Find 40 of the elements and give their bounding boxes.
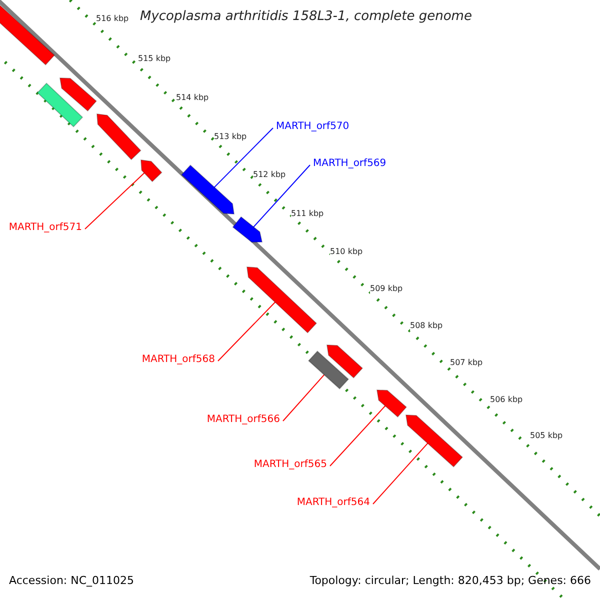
scale-label: 515 kbp [138,55,171,64]
map-title: Mycoplasma arthritidis 158L3-1, complete genome [140,10,472,24]
scale-label: 509 kbp [370,285,403,294]
scale-label: 516 kbp [96,15,129,24]
gene-feature [405,414,464,468]
gene-feature [308,350,350,390]
leader-line [84,172,146,230]
scale-label: 511 kbp [291,210,324,219]
scale-label: 510 kbp [330,248,363,257]
scale-label: 508 kbp [410,322,443,331]
gene-feature [96,113,142,160]
leader-line [372,442,428,504]
leader-line [252,164,310,228]
genome-info-text: Topology: circular; Length: 820,453 bp; Genes: 666 [310,575,591,588]
scale-label: 514 kbp [176,94,209,103]
gene-label: MARTH_orf571 [8,222,82,233]
gene-feature [180,164,235,215]
scale-label: 512 kbp [253,171,286,180]
scale-label: 513 kbp [214,133,247,142]
accession-text: Accession: NC_011025 [9,575,134,588]
gene-feature [246,266,318,334]
scale-label: 507 kbp [450,359,483,368]
gene-label: MARTH_orf564 [296,497,370,508]
leader-line [218,301,276,362]
gene-feature [376,389,407,418]
leader-line [330,405,386,466]
gene-feature [59,77,97,112]
gene-label: MARTH_orf568 [142,354,215,365]
leader-line [282,374,325,422]
gene-feature [140,159,162,182]
leader-line [214,128,274,188]
gene-label: MARTH_orf566 [206,414,280,425]
gene-label: MARTH_orf565 [254,459,327,470]
gene-label: MARTH_orf570 [276,121,350,132]
gene-feature [232,216,263,243]
gene-feature [36,82,84,128]
gene-feature [326,344,364,378]
scale-label: 506 kbp [490,396,523,405]
gene-label: MARTH_orf569 [313,158,386,169]
scale-label: 505 kbp [530,432,563,441]
